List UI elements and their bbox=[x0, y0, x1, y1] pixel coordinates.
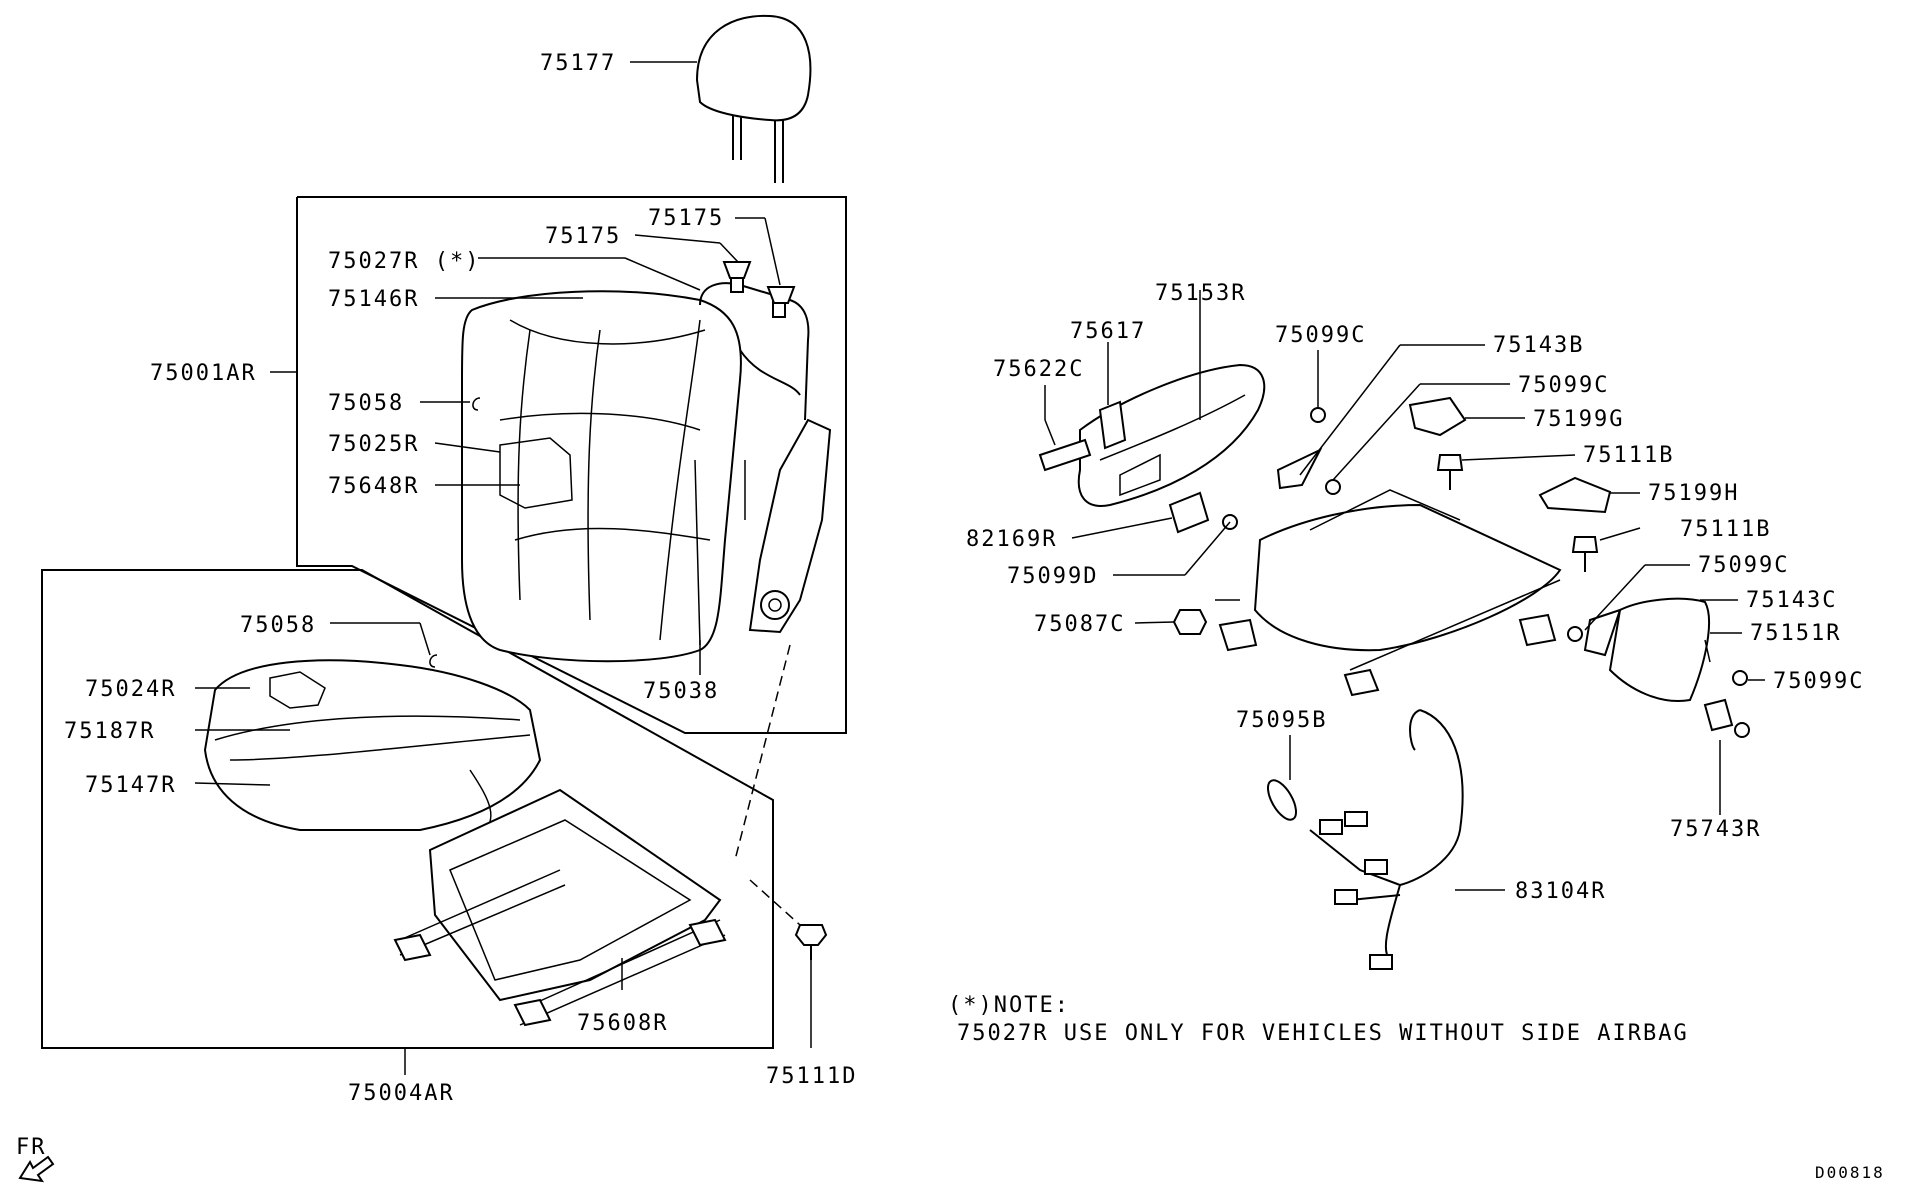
label-75024R: 75024R bbox=[85, 677, 176, 702]
label-75143C: 75143C bbox=[1746, 588, 1837, 613]
label-75027R: 75027R (*) bbox=[328, 249, 480, 274]
label-83104R: 83104R bbox=[1515, 879, 1606, 904]
heater-pad-back bbox=[499, 437, 573, 509]
leader-dash bbox=[734, 644, 791, 861]
label-75175-a: 75175 bbox=[648, 206, 724, 231]
label-75153R: 75153R bbox=[1155, 281, 1246, 306]
recliner-cover-part bbox=[1077, 363, 1266, 507]
label-75147R: 75147R bbox=[85, 773, 176, 798]
label-75099C-d: 75099C bbox=[1773, 669, 1864, 694]
bolt-75111B-parts bbox=[1436, 454, 1599, 572]
seatback-frame-part bbox=[694, 282, 832, 646]
label-75151R: 75151R bbox=[1750, 621, 1841, 646]
callout-labels: 75177 75175 75175 75027R (*) 75146R 7505… bbox=[64, 51, 1864, 1106]
label-75187R: 75187R bbox=[64, 719, 155, 744]
fr-label: FR bbox=[16, 1135, 47, 1160]
cushion-pan-part bbox=[1215, 489, 1562, 697]
seatback-assembly-box bbox=[296, 196, 847, 734]
side-shield-75151R-part bbox=[1583, 597, 1711, 702]
nut-75087C-part bbox=[1172, 609, 1208, 635]
knob-75617-part bbox=[1098, 400, 1127, 450]
seatback-cover-part bbox=[461, 290, 742, 663]
label-75622C: 75622C bbox=[993, 357, 1084, 382]
bracket-75143B-part bbox=[1276, 447, 1323, 490]
label-75058-a: 75058 bbox=[328, 391, 404, 416]
label-75111B-b: 75111B bbox=[1680, 517, 1771, 542]
screw-small-parts bbox=[1222, 407, 1750, 738]
harness-75095B-part bbox=[1267, 779, 1297, 821]
harness-83104R-part bbox=[1309, 709, 1464, 970]
label-75025R: 75025R bbox=[328, 432, 419, 457]
front-arrow-icon bbox=[18, 1155, 55, 1183]
label-75004AR: 75004AR bbox=[348, 1081, 455, 1106]
label-75099D: 75099D bbox=[1007, 564, 1098, 589]
label-75111B-a: 75111B bbox=[1583, 443, 1674, 468]
label-75199H: 75199H bbox=[1648, 481, 1739, 506]
label-75617: 75617 bbox=[1070, 319, 1146, 344]
bolt-75111D-part bbox=[749, 879, 828, 960]
label-75608R: 75608R bbox=[577, 1011, 668, 1036]
lever-75622C-part bbox=[1038, 438, 1092, 472]
headrest-part bbox=[695, 14, 812, 183]
seat-cushion-cover-part bbox=[203, 659, 542, 836]
label-75099C-a: 75099C bbox=[1275, 323, 1366, 348]
note-heading: (*)NOTE: bbox=[948, 993, 1070, 1018]
label-75038: 75038 bbox=[643, 679, 719, 704]
seat-cushion-assembly-box bbox=[41, 569, 774, 1049]
front-direction-indicator: FR bbox=[16, 1135, 55, 1183]
label-75111D: 75111D bbox=[766, 1064, 857, 1089]
label-75743R: 75743R bbox=[1670, 817, 1761, 842]
label-75001AR: 75001AR bbox=[150, 361, 257, 386]
note-text: 75027R USE ONLY FOR VEHICLES WITHOUT SID… bbox=[957, 1021, 1689, 1046]
label-75146R: 75146R bbox=[328, 287, 419, 312]
diagram-code: D00818 bbox=[1815, 1163, 1885, 1182]
switch-82169R-part bbox=[1168, 491, 1210, 534]
cover-75199G-part bbox=[1408, 396, 1467, 437]
label-82169R: 82169R bbox=[966, 527, 1057, 552]
clip-75743R-part bbox=[1703, 698, 1734, 732]
label-75648R: 75648R bbox=[328, 474, 419, 499]
label-75087C: 75087C bbox=[1034, 612, 1125, 637]
label-75199G: 75199G bbox=[1533, 407, 1624, 432]
label-75099C-c: 75099C bbox=[1698, 553, 1789, 578]
label-75099C-b: 75099C bbox=[1518, 373, 1609, 398]
clip-marks bbox=[429, 397, 481, 668]
label-75095B: 75095B bbox=[1236, 708, 1327, 733]
cover-75199H-part bbox=[1538, 476, 1612, 514]
headrest-guide-part bbox=[722, 261, 796, 318]
label-75058-b: 75058 bbox=[240, 613, 316, 638]
note-block: (*)NOTE: 75027R USE ONLY FOR VEHICLES WI… bbox=[948, 993, 1689, 1046]
leader-lines bbox=[194, 61, 1765, 1075]
label-75175-b: 75175 bbox=[545, 224, 621, 249]
seat-frame-part bbox=[393, 788, 727, 1027]
label-75143B: 75143B bbox=[1493, 333, 1584, 358]
label-75177: 75177 bbox=[540, 51, 616, 76]
